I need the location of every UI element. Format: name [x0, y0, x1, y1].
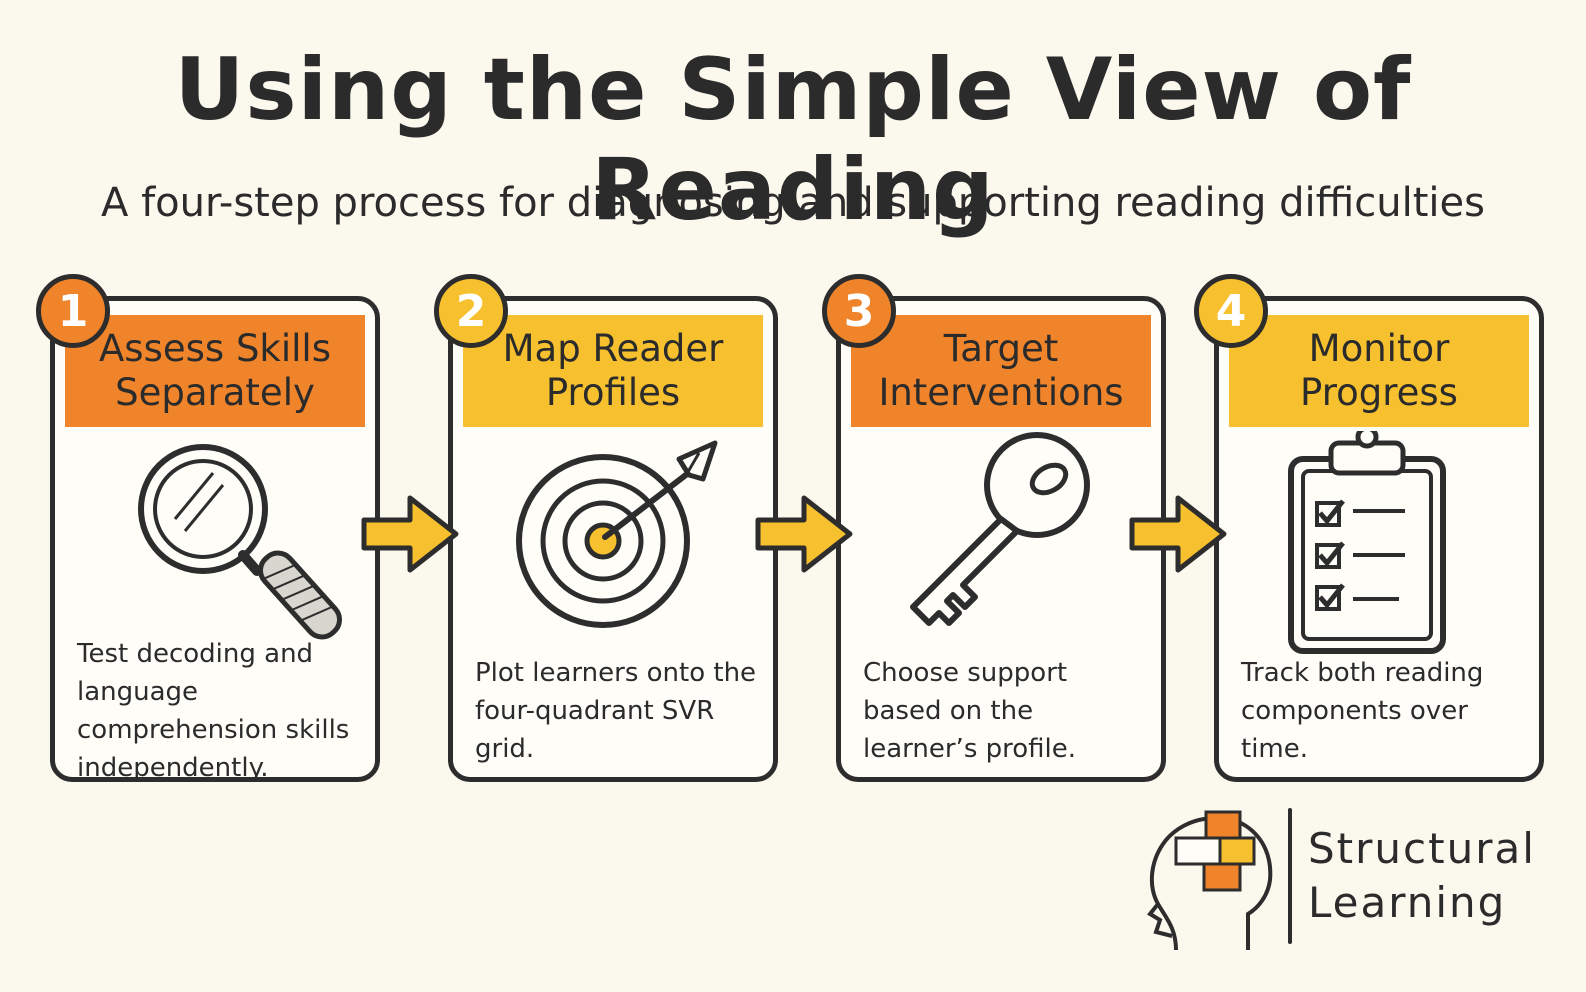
- target-icon: [516, 440, 718, 628]
- magnifying-glass-icon: [138, 444, 342, 640]
- step-card-3: Target Interventions Choose support base…: [836, 296, 1166, 782]
- step-description-2: Plot learners onto the four-quadrant SVR…: [475, 658, 757, 764]
- step-card-2: Map Reader Profiles Plot learners onto t…: [448, 296, 778, 782]
- step-header-2: Map Reader Profiles: [463, 315, 763, 427]
- logo-divider: [1288, 808, 1292, 944]
- arrow-right-icon: [755, 495, 853, 573]
- step-description-3: Choose support based on the learner’s pr…: [863, 658, 1077, 764]
- page-subtitle: A four-step process for diagnosing and s…: [101, 180, 1485, 226]
- step-number-badge-2: 2: [434, 274, 508, 348]
- arrow-right-icon: [1129, 495, 1227, 573]
- step-header-1: Assess Skills Separately: [65, 315, 365, 427]
- step-number-badge-1: 1: [36, 274, 110, 348]
- step-header-3: Target Interventions: [851, 315, 1151, 427]
- logo-line-2: Learning: [1308, 878, 1507, 927]
- logo-line-1: Structural: [1308, 824, 1536, 873]
- step-description-1: Test decoding and language comprehension…: [77, 639, 350, 783]
- logo-wordmark: Structural Learning: [1308, 822, 1578, 930]
- structural-learning-logo-icon: [1147, 810, 1273, 951]
- step-card-4: Monitor Progress Track both reading comp…: [1214, 296, 1544, 782]
- step-number-badge-3: 3: [822, 274, 896, 348]
- key-icon: [910, 432, 1090, 626]
- step-header-4: Monitor Progress: [1229, 315, 1529, 427]
- step-card-1: Assess Skills Separately Test decoding a…: [50, 296, 380, 783]
- step-number-badge-4: 4: [1194, 274, 1268, 348]
- arrow-right-icon: [361, 495, 459, 573]
- clipboard-checklist-icon: [1288, 431, 1446, 654]
- step-description-4: Track both reading components over time.: [1241, 658, 1484, 764]
- page-title: Using the Simple View of Reading: [174, 40, 1412, 240]
